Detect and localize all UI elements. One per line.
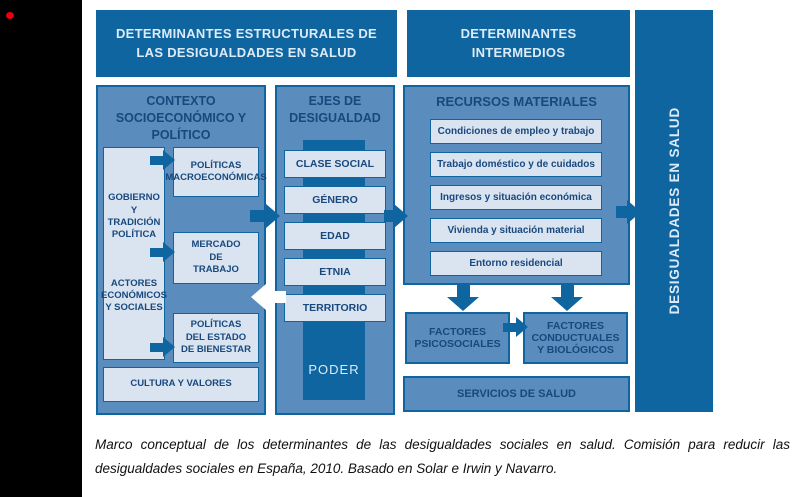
domestic-care-work-label: Trabajo doméstico y de cuidados	[437, 159, 595, 170]
psychosocial-factors-box: FACTORES PSICOSOCIALES	[405, 312, 510, 364]
arrow-to-macroeconomic-icon	[150, 150, 175, 170]
red-dot-artifact	[6, 12, 14, 19]
behavioral-factors-label: FACTORES CONDUCTUALES Y BIOLÓGICOS	[531, 320, 620, 356]
axis-gender-label: GÉNERO	[312, 194, 358, 206]
economic-social-actors-label: ACTORES ECONÓMICOS Y SOCIALES	[101, 277, 167, 314]
context-panel-title: CONTEXTO SOCIOECONÓMICO Y POLÍTICO	[115, 94, 247, 142]
arrow-context-to-axes-icon	[250, 204, 280, 228]
arrow-down-behavioral-icon	[551, 285, 583, 311]
axis-gender-box: GÉNERO	[284, 186, 386, 214]
government-actors-box: GOBIERNO Y TRADICIÓN POLÍTICA ACTORES EC…	[101, 147, 167, 360]
health-inequalities-label: DESIGUALDADES EN SALUD	[666, 107, 682, 315]
behavioral-factors-box: FACTORES CONDUCTUALES Y BIOLÓGICOS	[523, 312, 628, 364]
macroeconomic-policies-label: POLÍTICAS MACROECONÓMICAS	[165, 159, 267, 183]
health-services-label: SERVICIOS DE SALUD	[457, 388, 576, 400]
inequality-axes-title: EJES DE DESIGUALDAD	[289, 94, 381, 125]
residential-environment-label: Entorno residencial	[469, 258, 563, 269]
health-services-box: SERVICIOS DE SALUD	[403, 376, 630, 412]
welfare-state-policies-label: POLÍTICAS DEL ESTADO DE BIENESTAR	[180, 319, 252, 356]
arrow-psychosocial-to-behavioral-icon	[503, 317, 528, 337]
income-situation-box: Ingresos y situación económica	[430, 185, 602, 210]
health-inequalities-bar: DESIGUALDADES EN SALUD	[635, 10, 713, 412]
labour-market-label: MERCADO DE TRABAJO	[191, 239, 241, 276]
arrow-axes-to-resources-icon	[384, 204, 408, 228]
material-resources-title: RECURSOS MATERIALES	[436, 94, 597, 109]
intermediate-determinants-header: DETERMINANTES INTERMEDIOS	[407, 10, 630, 77]
government-tradition-label: GOBIERNO Y TRADICIÓN POLÍTICA	[107, 192, 161, 241]
structural-determinants-label: DETERMINANTES ESTRUCTURALES DE LAS DESIG…	[115, 25, 378, 60]
housing-situation-label: Vivienda y situación material	[447, 225, 585, 236]
figure-caption: Marco conceptual de los determinantes de…	[95, 437, 790, 476]
culture-values-label: CULTURA Y VALORES	[130, 378, 232, 390]
domestic-care-work-box: Trabajo doméstico y de cuidados	[430, 152, 602, 177]
arrow-to-labour-market-icon	[150, 242, 175, 262]
income-situation-label: Ingresos y situación económica	[440, 192, 592, 203]
intermediate-determinants-label: DETERMINANTES INTERMEDIOS	[460, 25, 577, 60]
axis-age-box: EDAD	[284, 222, 386, 250]
axis-social-class-label: CLASE SOCIAL	[295, 158, 375, 170]
macroeconomic-policies-box: POLÍTICAS MACROECONÓMICAS	[165, 147, 267, 197]
culture-values-box: CULTURA Y VALORES	[103, 367, 259, 402]
axis-territory-label: TERRITORIO	[302, 302, 368, 314]
employment-conditions-box: Condiciones de empleo y trabajo	[430, 119, 602, 144]
residential-environment-box: Entorno residencial	[430, 251, 602, 276]
arrow-resources-to-inequalities-icon	[616, 200, 641, 224]
page-left-black-margin	[0, 0, 82, 497]
power-label: PODER	[308, 362, 360, 377]
arrow-feedback-left-icon	[251, 284, 286, 310]
axis-age-label: EDAD	[320, 230, 350, 242]
axis-territory-box: TERRITORIO	[284, 294, 386, 322]
arrow-to-welfare-state-icon	[150, 337, 175, 357]
psychosocial-factors-label: FACTORES PSICOSOCIALES	[414, 326, 501, 350]
axis-social-class-box: CLASE SOCIAL	[284, 150, 386, 178]
housing-situation-box: Vivienda y situación material	[430, 218, 602, 243]
welfare-state-policies-box: POLÍTICAS DEL ESTADO DE BIENESTAR	[173, 313, 259, 363]
arrow-down-psychosocial-icon	[447, 285, 479, 311]
axis-ethnicity-label: ETNIA	[319, 266, 351, 278]
axis-ethnicity-box: ETNIA	[284, 258, 386, 286]
labour-market-box: MERCADO DE TRABAJO	[173, 232, 259, 284]
structural-determinants-header: DETERMINANTES ESTRUCTURALES DE LAS DESIG…	[96, 10, 397, 77]
employment-conditions-label: Condiciones de empleo y trabajo	[437, 126, 595, 137]
